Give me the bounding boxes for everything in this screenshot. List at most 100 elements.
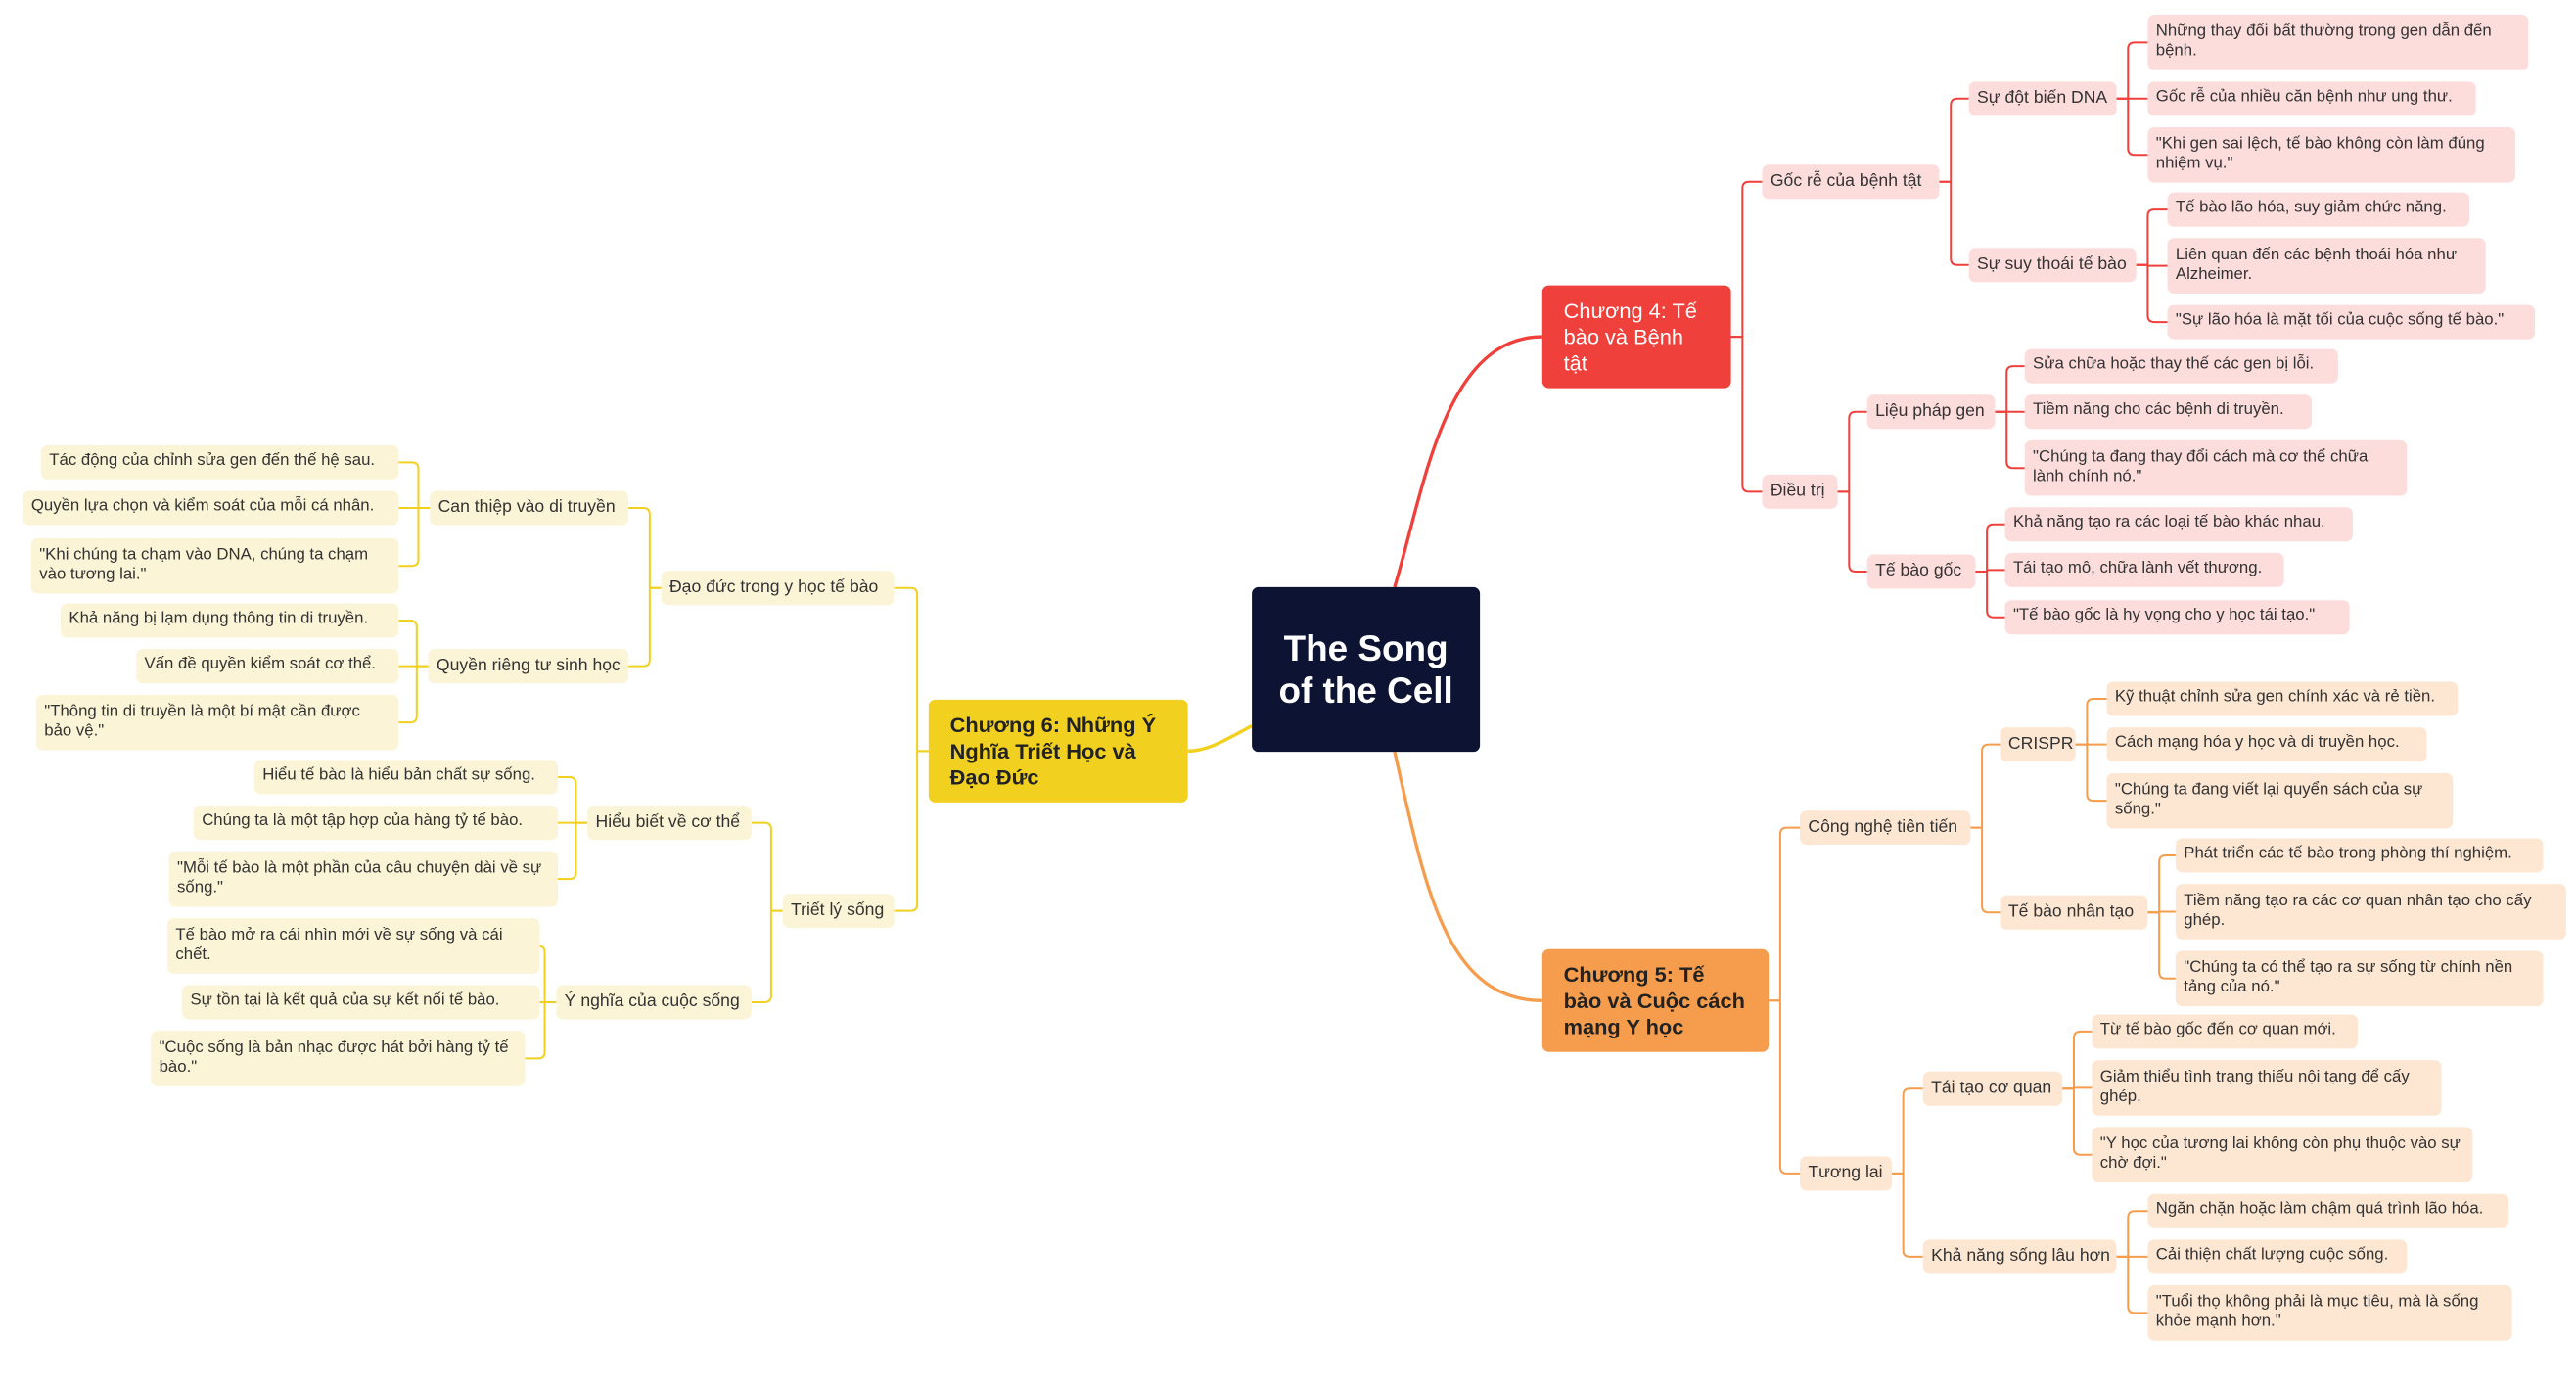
branch-chapter-4 [1393, 335, 1542, 588]
connector-topic-y-nghia [751, 909, 783, 1003]
topic-suy-thoai-label: Sự suy thoái tế bào [1977, 254, 2127, 274]
leaf-crispr-3[interactable]: "Chúng ta đang viết lại quyển sách của s… [2106, 772, 2454, 829]
leaf-text: Cải thiện chất lượng cuộc sống. [2155, 1246, 2389, 1265]
connector-leaf-rieng-tu-3 [398, 665, 429, 724]
topic-can-thiep-label: Can thiệp vào di truyền [437, 497, 616, 518]
topic-te-bao-goc[interactable]: Tế bào gốc [1866, 554, 1976, 589]
leaf-te-bao-goc-2[interactable]: Tái tạo mô, chữa lành vết thương. [2004, 552, 2284, 587]
leaf-dot-bien-3[interactable]: "Khi gen sai lệch, tế bào không còn làm … [2147, 126, 2515, 183]
leaf-hieu-biet-1[interactable]: Hiểu tế bào là hiểu bản chất sự sống. [253, 760, 558, 795]
leaf-rieng-tu-3[interactable]: "Thông tin di truyền là một bí mật cần đ… [35, 694, 399, 751]
central-topic[interactable]: The Song of the Cell [1252, 586, 1481, 753]
leaf-text: Tái tạo mô, chữa lành vết thương. [2012, 559, 2263, 578]
topic-tuong-lai[interactable]: Tương lai [1800, 1156, 1892, 1191]
leaf-text: Sự tồn tại là kết quả của sự kết nối tế … [190, 991, 500, 1010]
leaf-nhan-tao-1[interactable]: Phát triển các tế bào trong phòng thí ng… [2175, 838, 2544, 873]
leaf-y-nghia-1[interactable]: Tế bào mở ra cái nhìn mới về sự sống và … [166, 918, 540, 974]
leaf-te-bao-goc-1[interactable]: Khả năng tạo ra các loại tế bào khác nha… [2004, 507, 2353, 542]
topic-nhan-tao-label: Tế bào nhân tạo [2007, 901, 2135, 922]
chapter-5-title: Chương 5: Tế bào và Cuộc cách mạng Y học [1563, 961, 1745, 1038]
topic-can-thiep[interactable]: Can thiệp vào di truyền [430, 490, 629, 526]
chapter-6-node[interactable]: Chương 6: Những Ý Nghĩa Triết Học và Đạo… [928, 699, 1188, 803]
topic-lieu-phap-gen[interactable]: Liệu pháp gen [1866, 394, 1996, 430]
connector-leaf-lieu-phap-1 [1995, 365, 2025, 413]
topic-goc-re[interactable]: Gốc rễ của bệnh tật [1762, 164, 1940, 200]
connector-leaf-suy-thoai-3 [2136, 263, 2168, 324]
leaf-text: Phát triển các tế bào trong phòng thí ng… [2184, 845, 2512, 863]
leaf-tai-tao-1[interactable]: Từ tế bào gốc đến cơ quan mới. [2092, 1014, 2358, 1049]
leaf-text: Tiềm năng tạo ra các cơ quan nhân tạo ch… [2184, 891, 2532, 930]
connector-topic-can-thiep [628, 507, 662, 589]
connector-leaf-suy-thoai-1 [2136, 208, 2168, 266]
leaf-text: Vấn đề quyền kiểm soát cơ thể. [144, 656, 377, 674]
topic-crispr-label: CRISPR [2007, 733, 2074, 754]
leaf-tai-tao-2[interactable]: Giảm thiểu tình trạng thiếu nội tạng để … [2092, 1060, 2442, 1116]
topic-hieu-biet-label: Hiểu biết về cơ thể [595, 811, 741, 832]
topic-y-nghia-label: Ý nghĩa của cuộc sống [564, 991, 740, 1012]
leaf-crispr-2[interactable]: Cách mạng hóa y học và di truyền học. [2106, 727, 2427, 762]
topic-dao-duc[interactable]: Đạo đức trong y học tế bào [661, 571, 895, 606]
connector-leaf-can-thiep-3 [398, 507, 431, 568]
chapter-5-node[interactable]: Chương 5: Tế bào và Cuộc cách mạng Y học [1541, 948, 1770, 1052]
connector-leaf-crispr-1 [2075, 698, 2107, 746]
leaf-hieu-biet-3[interactable]: "Mỗi tế bào là một phần của câu chuyện d… [168, 851, 558, 907]
leaf-text: Tác động của chỉnh sửa gen đến thế hệ sa… [49, 451, 376, 471]
leaf-text: Sửa chữa hoặc thay thế các gen bị lỗi. [2033, 355, 2315, 374]
topic-goc-re-label: Gốc rễ của bệnh tật [1770, 170, 1922, 191]
topic-dot-bien[interactable]: Sự đột biến DNA [1968, 81, 2117, 116]
leaf-song-lau-3[interactable]: "Tuổi thọ không phải là mục tiêu, mà là … [2147, 1285, 2512, 1341]
leaf-can-thiep-3[interactable]: "Khi chúng ta chạm vào DNA, chúng ta chạ… [30, 537, 399, 594]
leaf-rieng-tu-2[interactable]: Vấn đề quyền kiểm soát cơ thể. [136, 649, 399, 684]
leaf-rieng-tu-1[interactable]: Khả năng bị lạm dụng thông tin di truyền… [61, 603, 399, 638]
leaf-suy-thoai-2[interactable]: Liên quan đến các bệnh thoái hóa như Alz… [2167, 238, 2486, 294]
topic-lieu-phap-gen-label: Liệu pháp gen [1875, 400, 1985, 421]
leaf-dot-bien-1[interactable]: Những thay đổi bất thường trong gen dẫn … [2147, 14, 2529, 70]
connector-leaf-hieu-biet-3 [557, 821, 588, 881]
connector-topic-dot-bien [1939, 97, 1969, 183]
leaf-text: "Cuộc sống là bản nhạc được hát bởi hàng… [159, 1037, 509, 1077]
topic-suy-thoai[interactable]: Sự suy thoái tế bào [1968, 248, 2137, 283]
leaf-nhan-tao-2[interactable]: Tiềm năng tạo ra các cơ quan nhân tạo ch… [2175, 884, 2566, 940]
chapter-4-node[interactable]: Chương 4: Tế bào và Bệnh tật [1541, 285, 1731, 389]
topic-hieu-biet[interactable]: Hiểu biết về cơ thể [587, 806, 752, 841]
topic-y-nghia[interactable]: Ý nghĩa của cuộc sống [556, 985, 752, 1020]
leaf-y-nghia-3[interactable]: "Cuộc sống là bản nhạc được hát bởi hàng… [151, 1031, 526, 1086]
leaf-text: Tế bào lão hóa, suy giảm chức năng. [2175, 199, 2447, 218]
leaf-tai-tao-3[interactable]: "Y học của tương lai không còn phụ thuộc… [2092, 1127, 2473, 1183]
connector-leaf-y-nghia-3 [525, 1000, 557, 1060]
topic-dieu-tri[interactable]: Điều trị [1762, 474, 1838, 509]
leaf-y-nghia-2[interactable]: Sự tồn tại là kết quả của sự kết nối tế … [182, 985, 540, 1020]
leaf-lieu-phap-2[interactable]: Tiềm năng cho các bệnh di truyền. [2024, 394, 2313, 430]
topic-dot-bien-label: Sự đột biến DNA [1977, 87, 2108, 108]
leaf-text: "Chúng ta đang thay đổi cách mà cơ thể c… [2033, 447, 2369, 486]
leaf-song-lau-2[interactable]: Cải thiện chất lượng cuộc sống. [2147, 1239, 2408, 1274]
topic-dieu-tri-label: Điều trị [1770, 481, 1825, 501]
leaf-te-bao-goc-3[interactable]: "Tế bào gốc là hy vọng cho y học tái tạo… [2004, 600, 2350, 635]
topic-song-lau[interactable]: Khả năng sống lâu hơn [1922, 1239, 2117, 1274]
leaf-lieu-phap-1[interactable]: Sửa chữa hoặc thay thế các gen bị lỗi. [2024, 348, 2338, 384]
connector-leaf-song-lau-1 [2116, 1210, 2148, 1258]
leaf-crispr-1[interactable]: Kỹ thuật chỉnh sửa gen chính xác và rẻ t… [2106, 681, 2459, 716]
topic-cong-nghe[interactable]: Công nghệ tiên tiến [1800, 810, 1971, 846]
topic-tai-tao[interactable]: Tái tạo cơ quan [1922, 1071, 2063, 1106]
leaf-suy-thoai-3[interactable]: "Sự lão hóa là mặt tối của cuộc sống tế … [2167, 304, 2536, 340]
topic-crispr[interactable]: CRISPR [2000, 727, 2076, 762]
connector-topic-rieng-tu [628, 586, 662, 668]
leaf-song-lau-1[interactable]: Ngăn chặn hoặc làm chậm quá trình lão hó… [2147, 1193, 2509, 1228]
topic-rieng-tu[interactable]: Quyền riêng tư sinh học [428, 649, 629, 684]
leaf-lieu-phap-3[interactable]: "Chúng ta đang thay đổi cách mà cơ thể c… [2024, 439, 2408, 496]
connector-leaf-tai-tao-1 [2062, 1030, 2093, 1090]
topic-triet-ly[interactable]: Triết lý sống [782, 894, 895, 929]
connector-leaf-te-bao-goc-3 [1975, 571, 2005, 619]
leaf-can-thiep-2[interactable]: Quyền lựa chọn và kiểm soát của mỗi cá n… [23, 490, 399, 526]
leaf-text: "Khi gen sai lệch, tế bào không còn làm … [2155, 134, 2485, 173]
connector-topic-dao-duc [894, 586, 929, 753]
leaf-dot-bien-2[interactable]: Gốc rễ của nhiều căn bệnh như ung thư. [2147, 81, 2476, 116]
leaf-can-thiep-1[interactable]: Tác động của chỉnh sửa gen đến thế hệ sa… [40, 444, 399, 480]
topic-nhan-tao[interactable]: Tế bào nhân tạo [2000, 895, 2148, 930]
leaf-suy-thoai-1[interactable]: Tế bào lão hóa, suy giảm chức năng. [2167, 192, 2469, 227]
leaf-hieu-biet-2[interactable]: Chúng ta là một tập hợp của hàng tỷ tế b… [193, 806, 558, 841]
chapter-6-title: Chương 6: Những Ý Nghĩa Triết Học và Đạo… [949, 712, 1157, 789]
topic-tai-tao-label: Tái tạo cơ quan [1931, 1078, 2052, 1098]
leaf-nhan-tao-3[interactable]: "Chúng ta có thể tạo ra sự sống từ chính… [2175, 950, 2544, 1007]
